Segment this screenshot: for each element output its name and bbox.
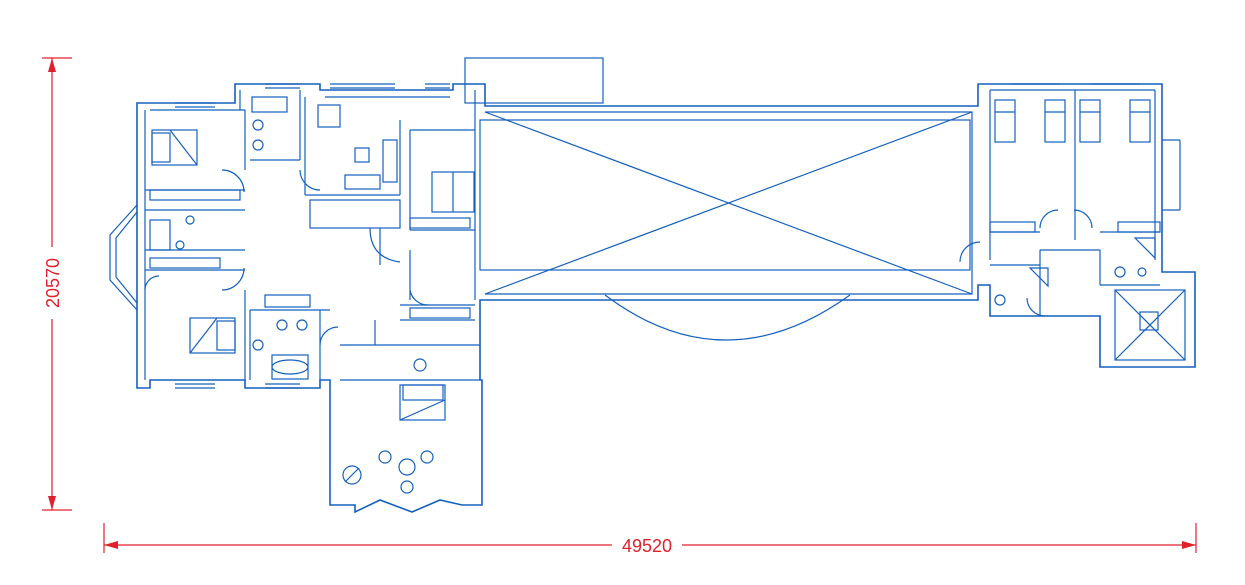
- terrace-arc: [604, 294, 851, 341]
- door-swing: [221, 169, 245, 193]
- overall-height-label: 20570: [43, 258, 63, 308]
- round-table: [398, 458, 416, 476]
- sofa: [344, 174, 381, 190]
- bathtub-oval: [271, 359, 309, 375]
- armchair-line: [344, 467, 360, 483]
- desk-chair: [317, 104, 341, 128]
- roof-projection: [464, 57, 604, 104]
- door-swing: [221, 267, 245, 291]
- single-bed: [1129, 99, 1151, 143]
- door-swing: [1026, 297, 1046, 317]
- bed-sheet: [399, 399, 446, 421]
- coffee-table: [354, 147, 370, 163]
- bidet: [296, 319, 308, 331]
- floor-plan: [109, 57, 1196, 514]
- closet-strip: [1117, 221, 1161, 233]
- corner-stair: [1114, 289, 1186, 361]
- door-swing: [1073, 209, 1093, 229]
- basin: [185, 215, 195, 225]
- chair: [378, 450, 392, 464]
- round-table: [413, 358, 427, 372]
- armchair: [342, 465, 362, 485]
- chair: [400, 480, 414, 494]
- bathtub: [251, 96, 288, 113]
- shower: [1133, 237, 1156, 260]
- door-swing: [1039, 209, 1059, 229]
- basin: [252, 119, 264, 131]
- width-arrow-right: [1182, 541, 1196, 549]
- closet-strip: [409, 217, 471, 229]
- bathtub-small: [149, 219, 171, 251]
- width-label-bg: [612, 534, 682, 556]
- bed-pillow: [216, 320, 236, 351]
- door-swing: [959, 241, 981, 263]
- void-inner: [479, 119, 971, 271]
- width-arrow-left: [104, 541, 118, 549]
- main-stair: [309, 199, 401, 229]
- single-bed: [994, 99, 1016, 143]
- closet-strip: [409, 307, 471, 319]
- bed-pillow: [151, 132, 171, 163]
- basin: [1137, 267, 1147, 277]
- bed-sheet: [169, 129, 198, 166]
- toilet: [252, 139, 264, 151]
- door-swing: [144, 275, 160, 291]
- height-arrow-bottom: [48, 496, 56, 510]
- chair: [420, 450, 434, 464]
- toilet: [1114, 266, 1126, 278]
- single-bed: [1079, 99, 1101, 143]
- single-bed: [1044, 99, 1066, 143]
- bay-window: [109, 204, 138, 311]
- stair-line: [1114, 289, 1186, 361]
- closet-strip: [149, 257, 221, 269]
- main-stair-curve: [369, 227, 401, 263]
- left-wing-inner-wall: [144, 90, 973, 380]
- bay-window-inner: [115, 211, 138, 304]
- basin: [252, 339, 264, 351]
- height-arrow-top: [48, 58, 56, 72]
- left-wing-outer-wall: [136, 83, 1196, 514]
- stair-well: [1139, 311, 1159, 331]
- closet-strip: [989, 221, 1036, 233]
- height-label-bg: [41, 247, 63, 319]
- door-swing: [299, 169, 321, 191]
- toilet: [994, 294, 1006, 306]
- bed-pillow: [402, 384, 444, 401]
- sofa: [264, 294, 311, 308]
- door-swing: [409, 289, 429, 306]
- door-swing: [319, 326, 339, 346]
- closet-strip: [149, 189, 241, 201]
- shower: [1028, 267, 1049, 288]
- sofa: [382, 139, 398, 183]
- toilet: [175, 240, 185, 250]
- bed-sheet: [189, 317, 218, 354]
- bathtub-rim: [271, 354, 309, 380]
- overall-width-label: 49520: [622, 536, 672, 556]
- toilet: [276, 319, 288, 331]
- void-diagonal: [484, 111, 973, 295]
